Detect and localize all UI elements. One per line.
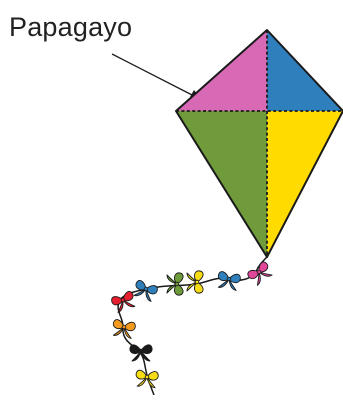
- bow-icon: [186, 270, 204, 294]
- bow-icon: [166, 272, 184, 296]
- kite-tail-string: [117, 256, 268, 396]
- bow-icon: [247, 261, 273, 286]
- kite-icon: [175, 29, 343, 258]
- bow-icon: [129, 344, 153, 362]
- kite-label: Papagayo: [9, 12, 133, 42]
- bow-icon: [217, 271, 241, 291]
- bow-icon: [135, 369, 159, 389]
- bow-icon: [111, 291, 136, 313]
- bow-icon: [112, 319, 136, 339]
- arrow-icon: [111, 53, 202, 100]
- tail-bows: [111, 261, 273, 389]
- bow-icon: [133, 280, 158, 302]
